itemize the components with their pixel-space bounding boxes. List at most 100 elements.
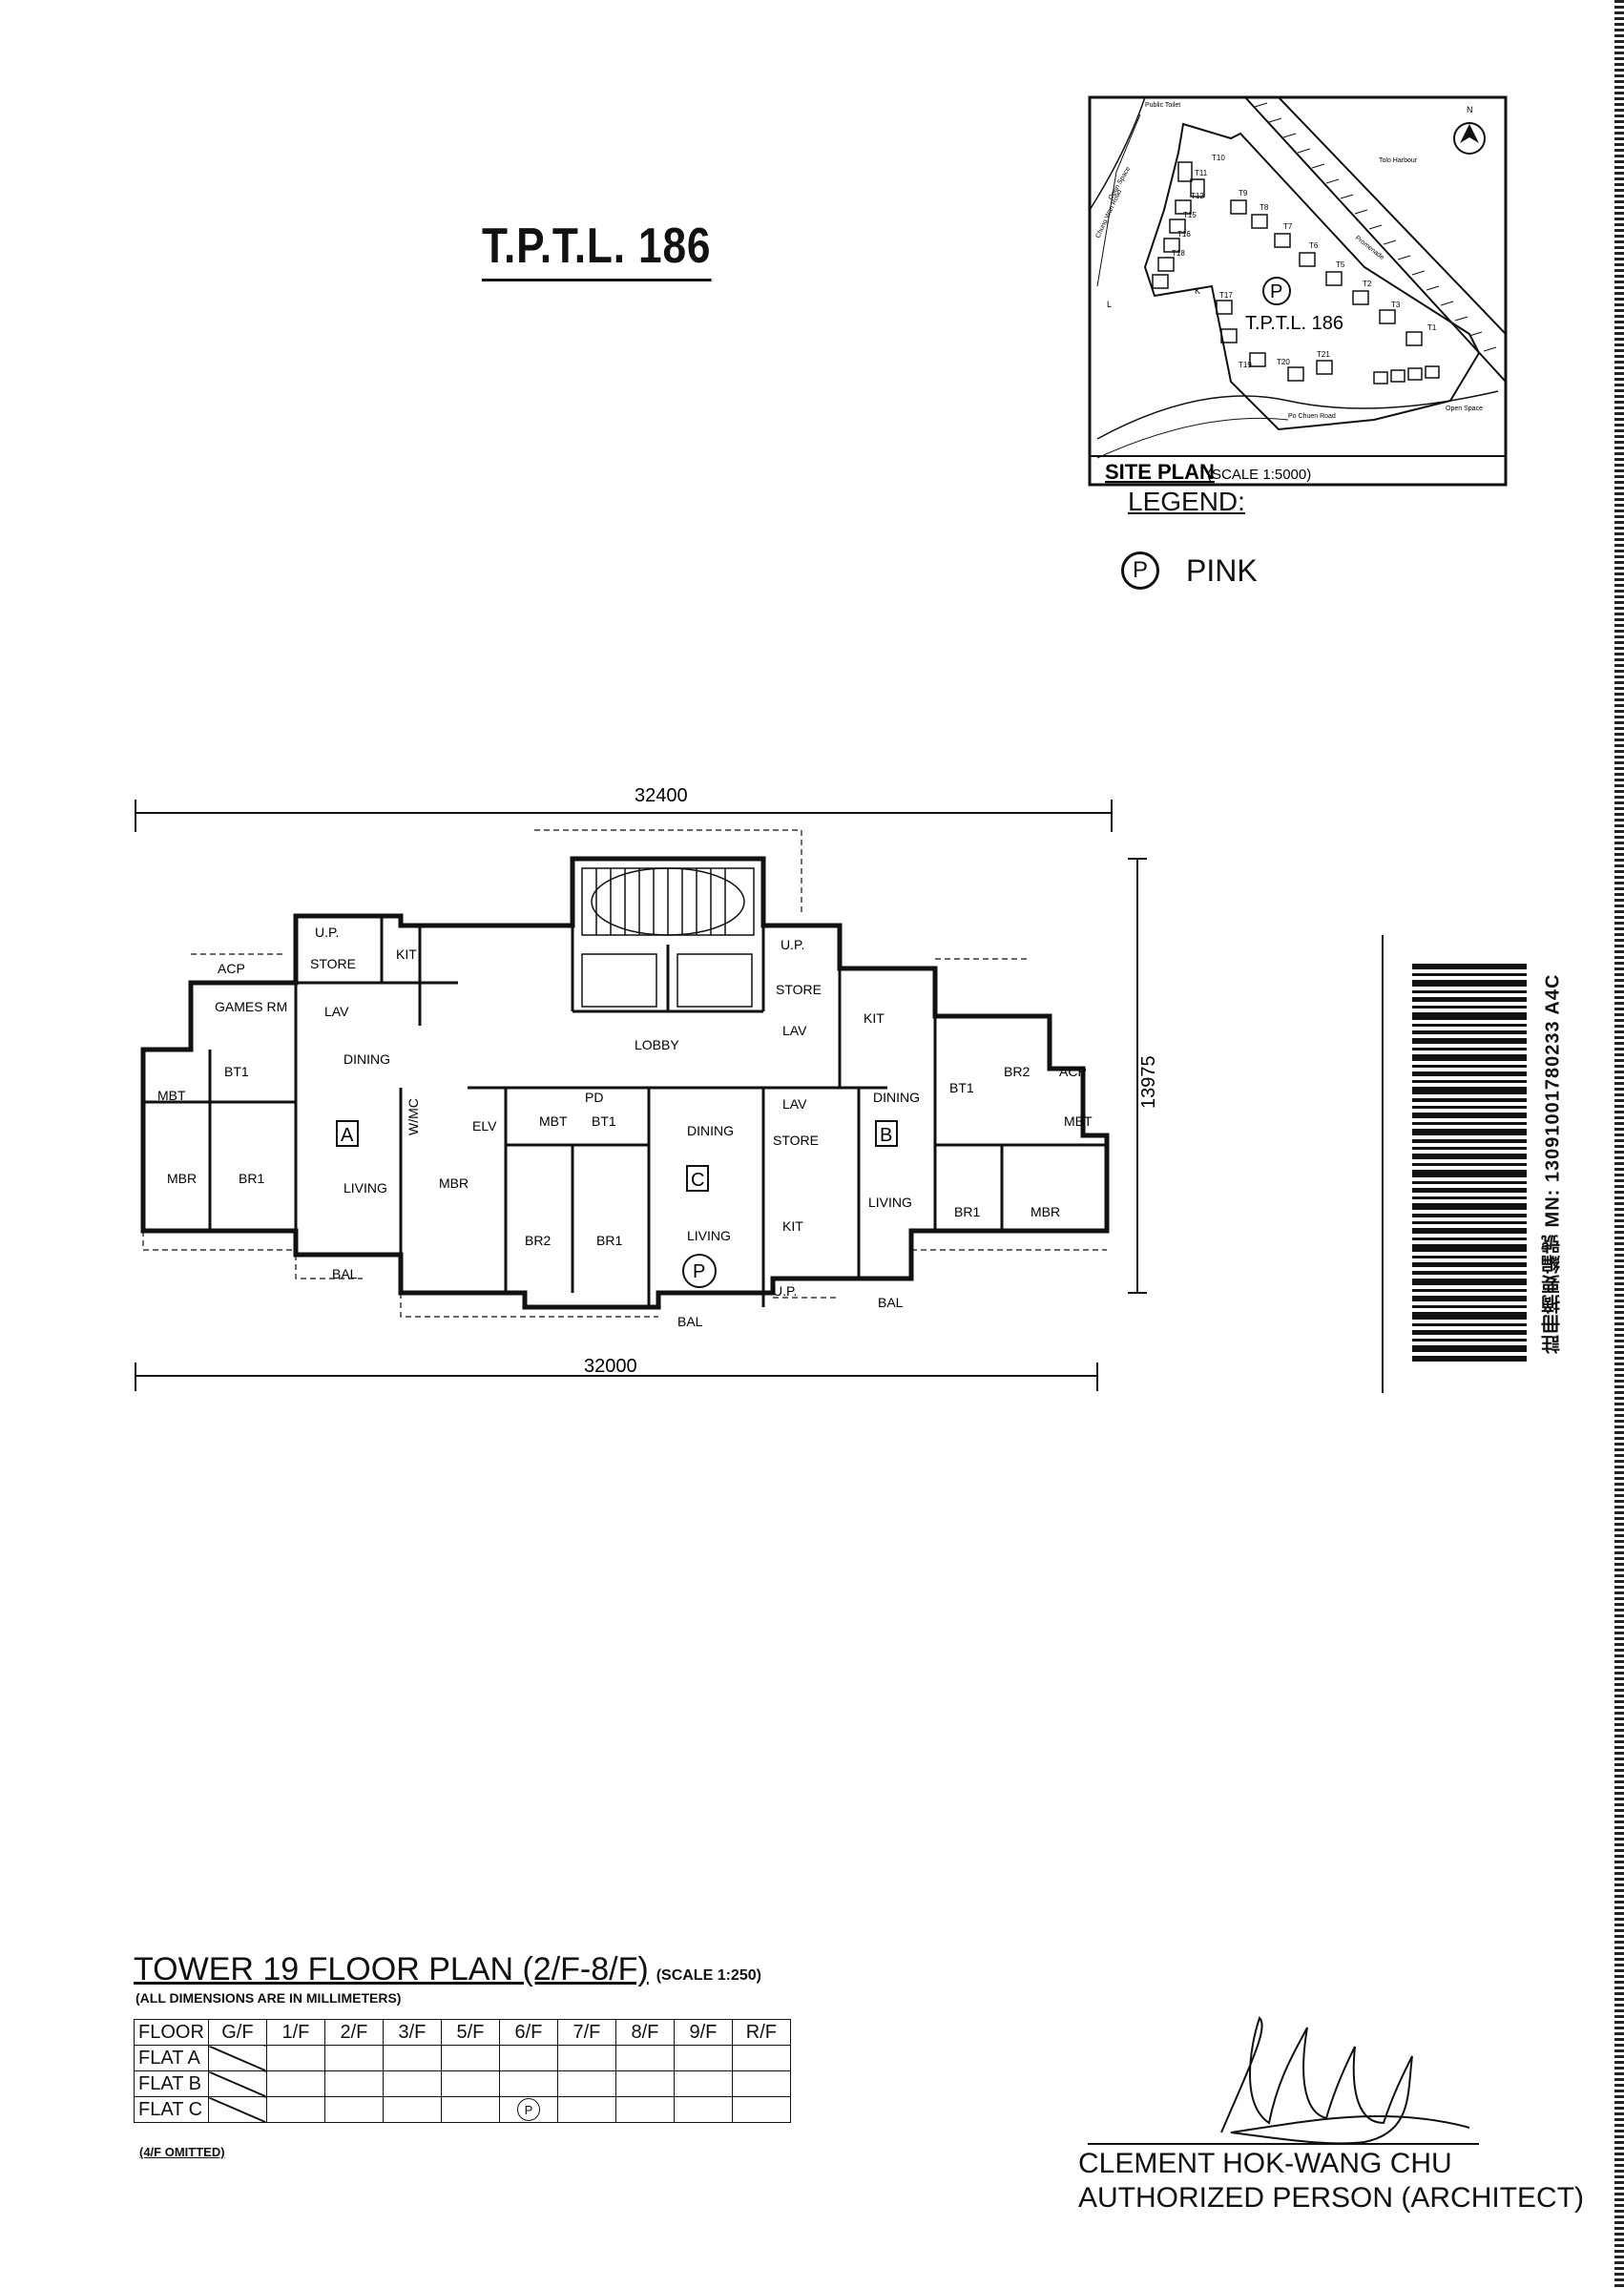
room-label: U.P. — [773, 1283, 797, 1299]
room-label: MBR — [167, 1171, 197, 1186]
site-place-label: Open Space — [1446, 406, 1483, 412]
flat-a-marker: A — [341, 1125, 354, 1146]
table-cell — [731, 2045, 791, 2071]
table-cell — [382, 2045, 442, 2071]
room-label: PD — [585, 1090, 603, 1105]
table-header-cell: 1/F — [265, 2019, 325, 2046]
site-tower-label: T18 — [1172, 249, 1185, 258]
pink-flat-marker: P — [693, 1261, 705, 1282]
table-header-cell: 9/F — [673, 2019, 733, 2046]
site-corner-label: K — [1195, 286, 1200, 296]
site-tower-label: T7 — [1283, 222, 1293, 231]
table-header-cell: FLOOR — [134, 2019, 209, 2046]
floor-table: FLOOR G/F 1/F 2/F 3/F 5/F 6/F 7/F 8/F 9/… — [134, 2019, 791, 2123]
room-label: ELV — [472, 1118, 497, 1134]
site-tower-label: T3 — [1391, 301, 1401, 309]
site-tower-label: T20 — [1277, 358, 1290, 366]
table-cell — [673, 2045, 733, 2071]
barcode-text: 註冊摘要編號 MN: 13091001780233 A4C — [1542, 973, 1564, 1355]
room-label: U.P. — [315, 925, 339, 940]
floor-plan: 32400 32000 13975 — [135, 785, 1159, 1391]
room-label: U.P. — [781, 937, 804, 952]
table-cell — [382, 2096, 442, 2123]
table-cell — [323, 2045, 384, 2071]
room-label: BT1 — [949, 1080, 974, 1095]
omitted-floor-note: (4/F OMITTED) — [139, 2145, 225, 2159]
table-header-cell: 5/F — [440, 2019, 500, 2046]
table-header-cell: G/F — [207, 2019, 267, 2046]
site-place-label: Public Toilet — [1145, 102, 1180, 109]
room-label: STORE — [310, 956, 356, 971]
table-cell — [440, 2070, 500, 2097]
table-cell — [323, 2070, 384, 2097]
signature — [1088, 2016, 1479, 2145]
table-cell — [673, 2096, 733, 2123]
site-tower-label: T6 — [1309, 241, 1319, 250]
table-cell — [323, 2096, 384, 2123]
table-header-cell: R/F — [731, 2019, 791, 2046]
table-cell — [614, 2045, 675, 2071]
dimension-top: 32400 — [635, 785, 688, 806]
room-label: STORE — [773, 1133, 819, 1148]
table-row: FLAT C P — [134, 2096, 791, 2123]
room-label: LAV — [782, 1096, 807, 1112]
document-title: T.P.T.L. 186 — [482, 218, 712, 281]
room-label: LIVING — [868, 1195, 912, 1210]
pink-marker-icon: P — [1121, 551, 1159, 590]
room-label: BAL — [677, 1314, 703, 1329]
site-tower-label: T21 — [1317, 350, 1330, 359]
site-plan-label: SITE PLAN — [1105, 460, 1215, 484]
room-label: BAL — [878, 1295, 904, 1310]
table-row: FLAT B — [134, 2070, 791, 2097]
room-label: BR1 — [954, 1204, 980, 1219]
table-cell-slashed — [207, 2096, 267, 2123]
table-cell — [731, 2070, 791, 2097]
site-plan-scale: (SCALE 1:5000) — [1207, 467, 1311, 483]
flat-c-marker: C — [691, 1170, 704, 1191]
table-header-row: FLOOR G/F 1/F 2/F 3/F 5/F 6/F 7/F 8/F 9/… — [134, 2019, 791, 2046]
site-tower-label: T8 — [1260, 203, 1269, 212]
table-cell — [614, 2096, 675, 2123]
room-label: MBT — [539, 1113, 568, 1129]
table-cell-slashed — [207, 2070, 267, 2097]
row-label: FLAT A — [134, 2045, 209, 2071]
room-label: BT1 — [592, 1113, 616, 1129]
table-cell — [265, 2045, 325, 2071]
room-label: DINING — [873, 1090, 920, 1105]
room-label: LIVING — [687, 1228, 731, 1243]
flat-b-marker: B — [880, 1125, 892, 1146]
dimension-right: 13975 — [1138, 1055, 1159, 1109]
table-header-cell: 7/F — [556, 2019, 616, 2046]
room-label: GAMES RM — [215, 999, 287, 1014]
room-label: LIVING — [344, 1180, 387, 1196]
site-tower-label: T2 — [1363, 280, 1372, 288]
dimensions-note: (ALL DIMENSIONS ARE IN MILLIMETERS) — [135, 1990, 402, 2006]
signatory: CLEMENT HOK-WANG CHU AUTHORIZED PERSON (… — [1078, 2147, 1584, 2215]
table-cell — [556, 2070, 616, 2097]
north-arrow-icon: N — [1453, 105, 1486, 155]
row-label: FLAT C — [134, 2096, 209, 2123]
site-tower-label: T17 — [1219, 291, 1233, 300]
row-label: FLAT B — [134, 2070, 209, 2097]
site-place-label: Po Chuen Road — [1288, 413, 1336, 420]
site-tower-label: T10 — [1212, 154, 1225, 162]
room-label: BT1 — [224, 1064, 249, 1079]
signatory-role: AUTHORIZED PERSON (ARCHITECT) — [1078, 2182, 1585, 2214]
room-label: LAV — [782, 1023, 807, 1038]
table-row: FLAT A — [134, 2045, 791, 2071]
room-label: ACP — [1059, 1064, 1087, 1079]
site-corner-label: L — [1107, 300, 1112, 309]
legend-item-label: PINK — [1186, 552, 1258, 588]
site-plan: T1 T2 T3 T5 T6 T7 T8 T9 T10 T11 T12 T15 … — [1088, 95, 1508, 487]
legend-item: P PINK — [1121, 551, 1258, 590]
site-pink-marker: P — [1270, 281, 1282, 302]
room-label: DINING — [344, 1051, 390, 1067]
table-cell — [498, 2045, 558, 2071]
room-label: LOBBY — [635, 1037, 679, 1052]
site-tower-label: T16 — [1177, 230, 1191, 239]
site-tower-label: T1 — [1427, 323, 1437, 332]
room-label: STORE — [776, 982, 822, 997]
room-label: BAL — [332, 1266, 358, 1281]
site-tower-label: T11 — [1195, 169, 1208, 177]
table-cell — [673, 2070, 733, 2097]
